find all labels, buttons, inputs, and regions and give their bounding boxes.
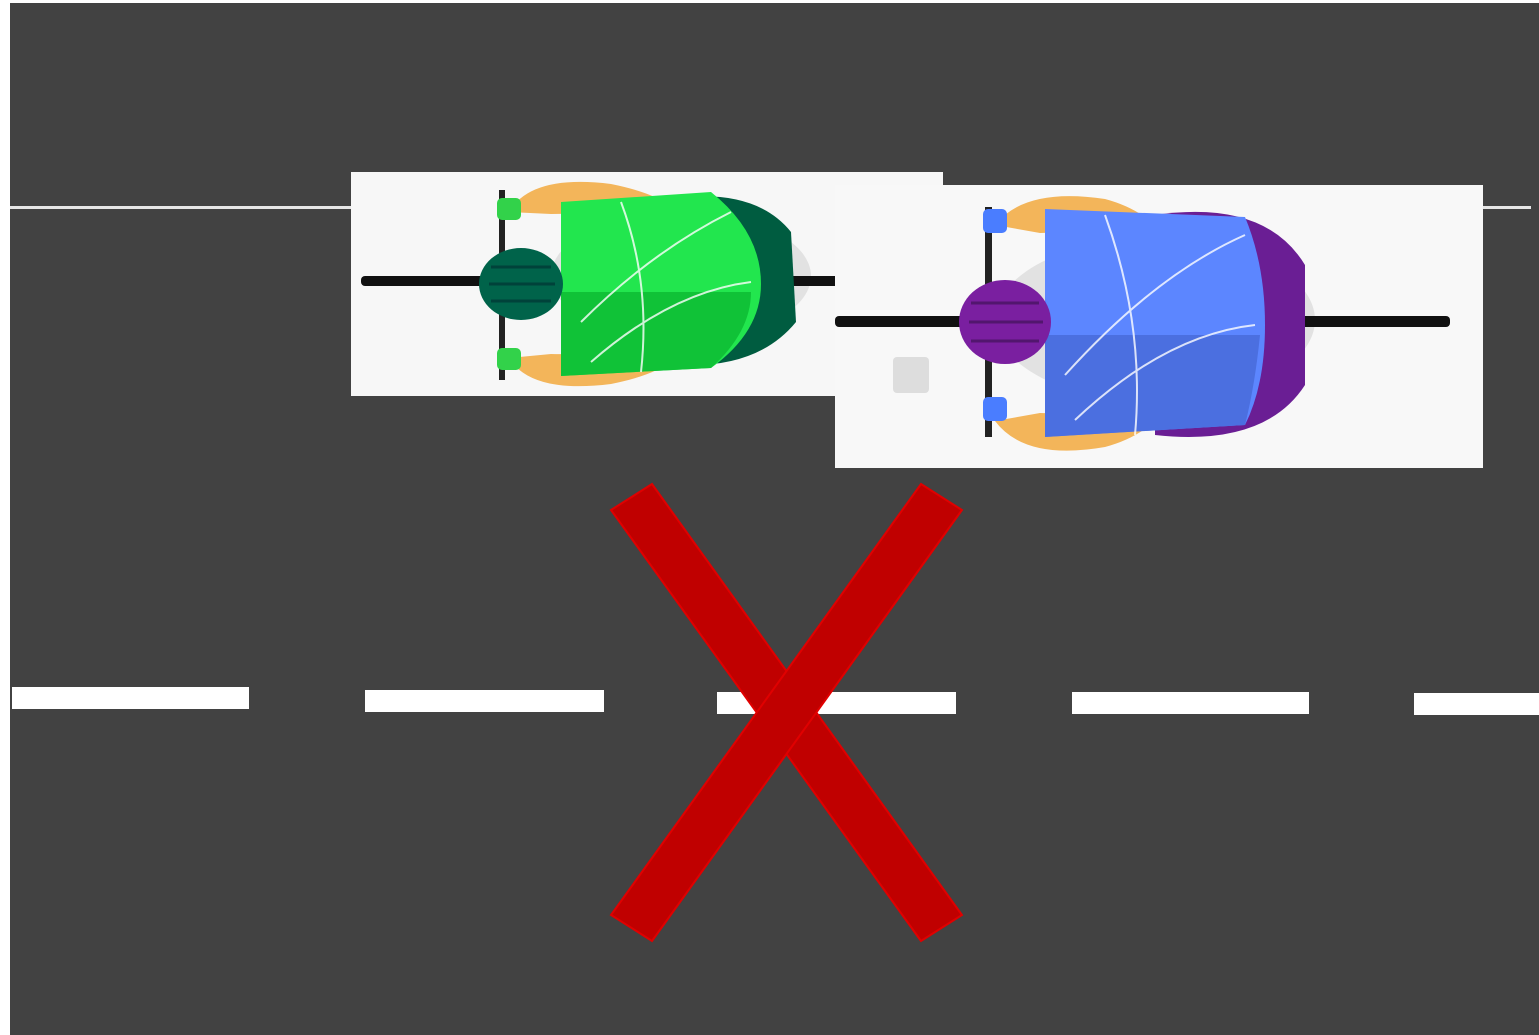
cross-x-icon xyxy=(10,3,1539,1035)
road-surface xyxy=(10,3,1539,1035)
